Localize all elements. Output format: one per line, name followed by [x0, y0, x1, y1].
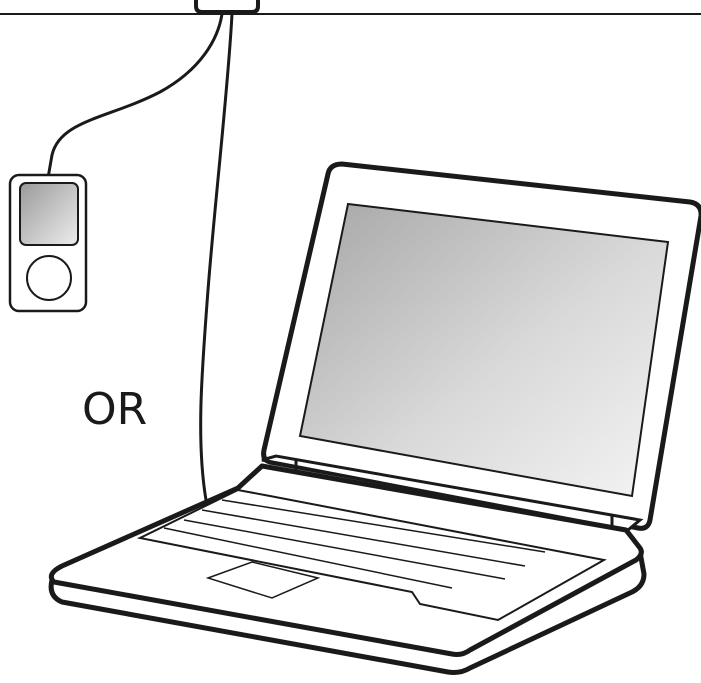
or-label: OR [82, 384, 147, 435]
laptop-cable [201, 14, 232, 500]
player-screen [20, 183, 78, 245]
jack-plug [196, 0, 258, 12]
player-click-wheel [27, 256, 71, 300]
player-cable [48, 14, 222, 178]
laptop [51, 164, 701, 673]
music-player [10, 175, 86, 311]
